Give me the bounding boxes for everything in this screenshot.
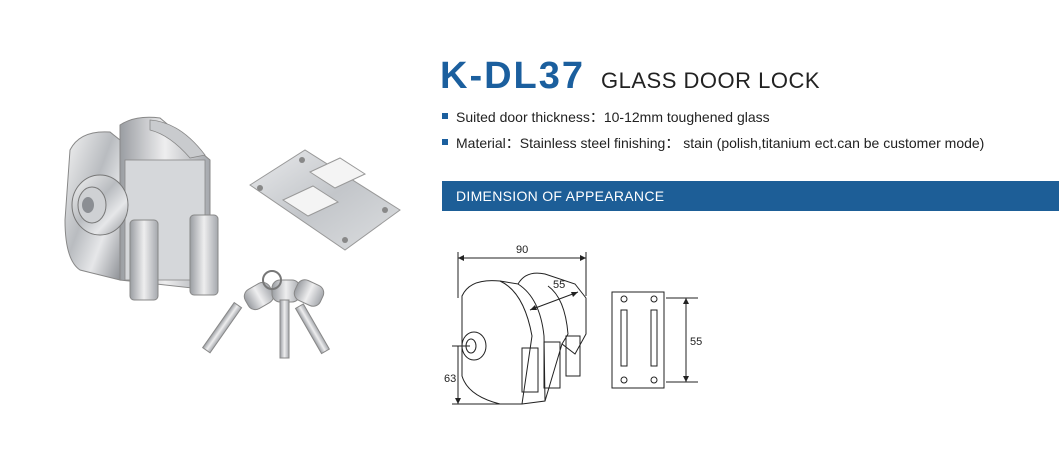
dim-depth: 55 bbox=[553, 279, 565, 291]
square-bullet-icon bbox=[442, 139, 448, 146]
dimension-drawing: 90 55 63 55 bbox=[444, 244, 702, 405]
spec-value: 10-12mm toughened glass bbox=[603, 109, 770, 125]
dim-plate-height: 55 bbox=[690, 336, 702, 348]
spec-label: Material： bbox=[456, 135, 520, 151]
product-photo bbox=[64, 116, 401, 359]
product-model: K-DL37 bbox=[440, 55, 586, 97]
spec-label: Suited door thickness： bbox=[456, 109, 604, 125]
spec-item-material: Material：Stainless steel finishing： stai… bbox=[442, 134, 984, 160]
title-row: K-DL37 GLASS DOOR LOCK bbox=[440, 55, 820, 100]
square-bullet-icon bbox=[442, 113, 448, 120]
spec-value: Stainless steel finishing： stain (polish… bbox=[519, 135, 985, 151]
banner-title: DIMENSION OF APPEARANCE bbox=[456, 188, 665, 204]
product-name: GLASS DOOR LOCK bbox=[601, 68, 821, 93]
spec-list: Suited door thickness：10-12mm toughened … bbox=[442, 108, 984, 160]
dim-width: 90 bbox=[516, 244, 528, 256]
dim-height: 63 bbox=[444, 373, 456, 385]
spec-item-thickness: Suited door thickness：10-12mm toughened … bbox=[442, 108, 984, 134]
dimension-banner: DIMENSION OF APPEARANCE bbox=[442, 181, 1059, 211]
